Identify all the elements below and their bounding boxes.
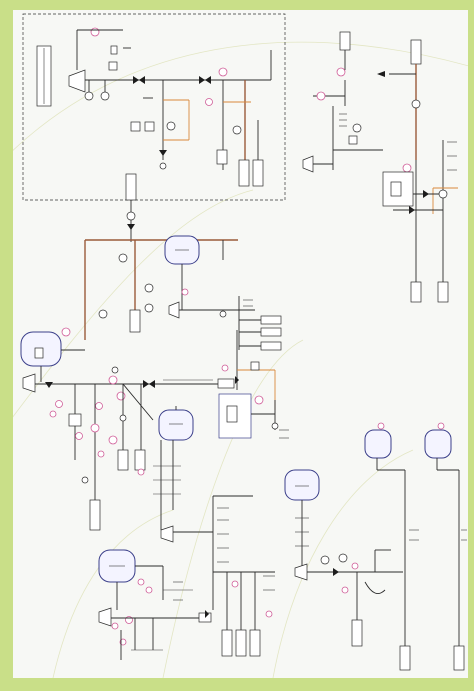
bottom-left-skid <box>98 549 212 660</box>
top-right-cluster <box>302 31 458 303</box>
mid-right-header <box>218 330 289 439</box>
pid-diagram <box>13 13 468 678</box>
inset-panel <box>22 13 286 201</box>
instrument-tag-icon <box>90 27 100 37</box>
right-bottom-tanks <box>364 422 467 671</box>
valve-icon <box>133 76 139 84</box>
bottom-center-pump <box>284 469 403 647</box>
central-header <box>84 173 282 351</box>
background-swooshes <box>13 41 468 678</box>
arrow-icon <box>377 71 385 77</box>
left-mid-section <box>20 327 235 531</box>
flow-arrows <box>205 71 385 618</box>
pid-sheet <box>13 10 468 678</box>
pump-icon <box>68 69 86 93</box>
center-manifold <box>137 406 275 657</box>
